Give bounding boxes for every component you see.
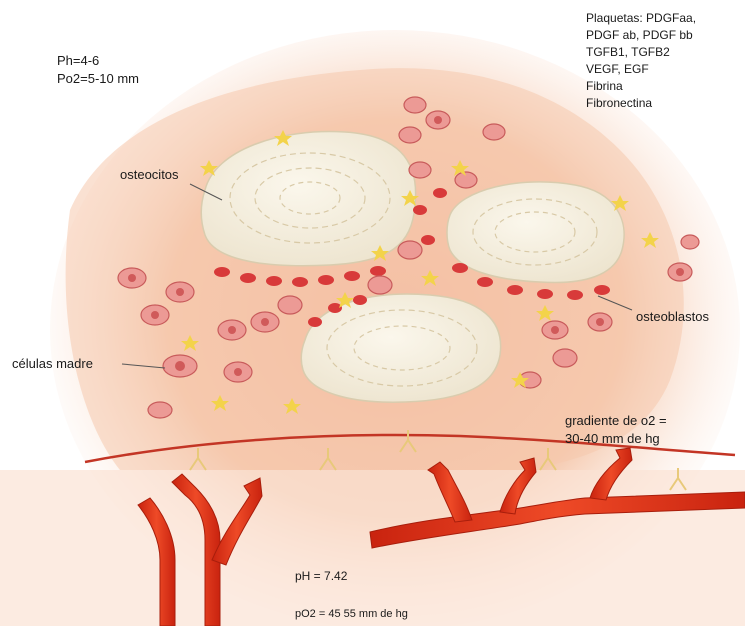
factor-line: PDGF ab, PDGF bb: [586, 27, 696, 44]
top-left-ph-label: Ph=4-6: [57, 52, 99, 69]
label-osteocitos: osteocitos: [120, 166, 179, 183]
label-gradient-line1: gradiente de o2 =: [565, 412, 667, 429]
bottom-ph-label: pH = 7.42: [295, 568, 347, 585]
factor-line: Fibrina: [586, 78, 696, 95]
factor-line: VEGF, EGF: [586, 61, 696, 78]
factor-line: Fibronectina: [586, 95, 696, 112]
factor-line: TGFB1, TGFB2: [586, 44, 696, 61]
label-celulas-madre: células madre: [12, 355, 93, 372]
bottom-po2-label: pO2 = 45 55 mm de hg: [295, 606, 408, 623]
factor-line: Plaquetas: PDGFaa,: [586, 10, 696, 27]
label-osteoblastos: osteoblastos: [636, 308, 709, 325]
top-right-factors: Plaquetas: PDGFaa, PDGF ab, PDGF bb TGFB…: [586, 10, 696, 112]
label-gradient-line2: 30-40 mm de hg: [565, 430, 660, 447]
top-left-po2-label: Po2=5-10 mm: [57, 70, 139, 87]
bone-fragment-2: [447, 182, 624, 283]
